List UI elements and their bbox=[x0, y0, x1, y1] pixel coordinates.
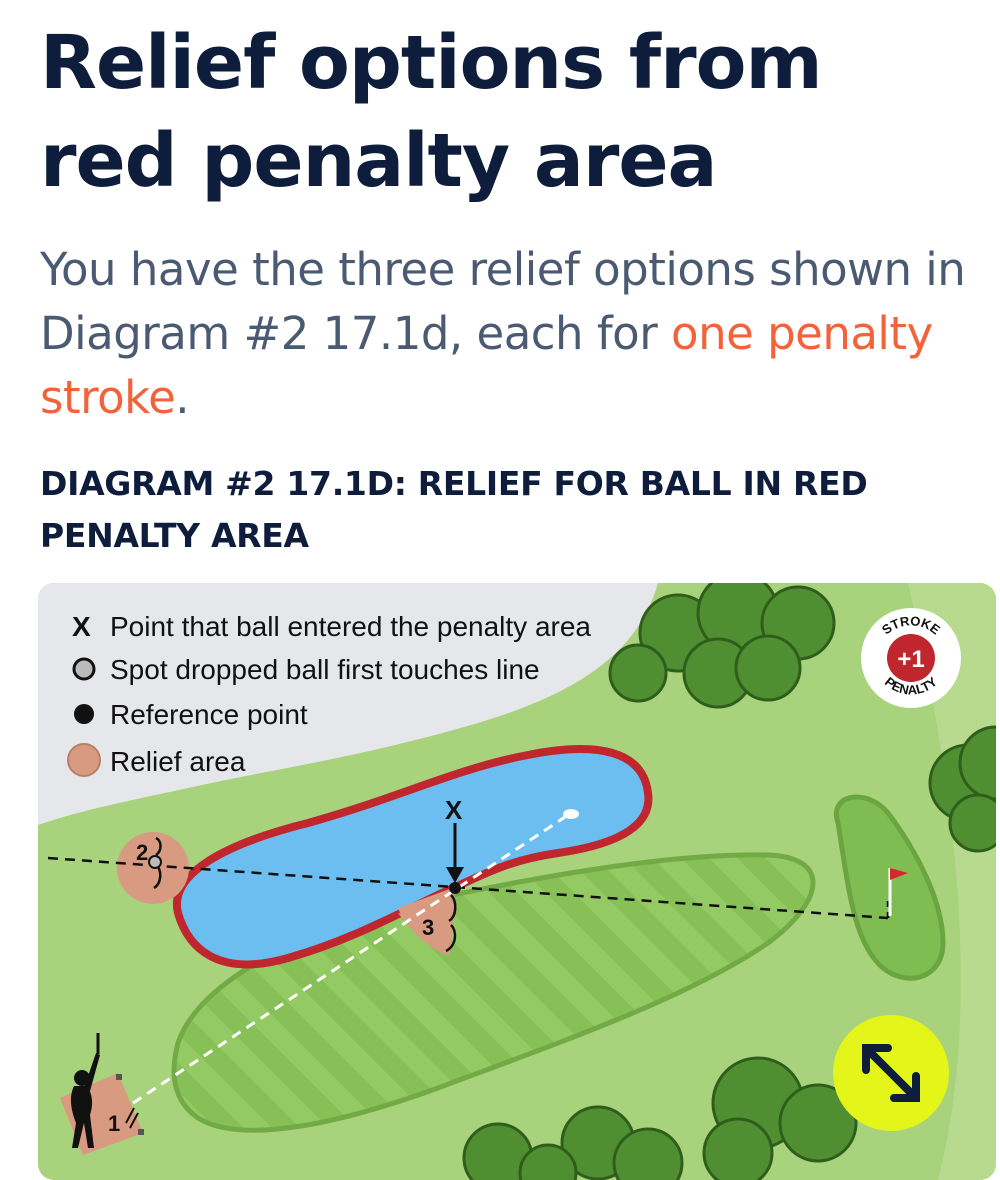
legend-background bbox=[38, 583, 658, 825]
legend-entry-point: Point that ball entered the penalty area bbox=[110, 611, 591, 642]
golfer-icon bbox=[70, 1033, 100, 1148]
legend: X Point that ball entered the penalty ar… bbox=[67, 611, 591, 777]
option-2-label: 2 bbox=[136, 840, 148, 865]
legend-reference-point: Reference point bbox=[110, 699, 308, 730]
tee-marker bbox=[138, 1129, 144, 1135]
expand-icon bbox=[862, 1044, 920, 1102]
tree-icon bbox=[608, 583, 836, 709]
page-title: Relief options from red penalty area bbox=[40, 20, 823, 204]
tree-icon bbox=[462, 1056, 858, 1180]
relief-area-3 bbox=[398, 887, 455, 955]
legend-drop-spot: Spot dropped ball first touches line bbox=[110, 654, 540, 685]
svg-text:PENALTY: PENALTY bbox=[882, 674, 940, 698]
club-length-bracket bbox=[125, 1107, 139, 1129]
diagram-heading: DIAGRAM #2 17.1D: RELIEF FOR BALL IN RED… bbox=[40, 464, 868, 555]
reference-line bbox=[47, 856, 889, 920]
entry-arrow bbox=[446, 867, 464, 883]
penalty-highlight: one penalty stroke bbox=[40, 307, 933, 424]
relief-diagram: X 2 3 1 X Point that ball entered the pe… bbox=[38, 583, 996, 1180]
expand-button[interactable] bbox=[833, 1015, 949, 1131]
flag-icon bbox=[890, 868, 908, 880]
water-hazard bbox=[172, 745, 653, 969]
intro-text-body: You have the three relief options shown … bbox=[40, 243, 966, 360]
intro-text-end: . bbox=[175, 371, 190, 424]
club-length-bracket bbox=[445, 894, 457, 953]
tee-marker bbox=[116, 1074, 122, 1080]
badge-bottom-text: PENALTY bbox=[882, 674, 940, 698]
drop-spot-2 bbox=[148, 855, 162, 869]
option-1-label: 1 bbox=[108, 1111, 120, 1136]
intro-text: You have the three relief options shown … bbox=[40, 238, 990, 430]
ball-flight-line bbox=[132, 813, 569, 1105]
x-marker-label: X bbox=[445, 795, 463, 825]
ball-in-water bbox=[563, 809, 579, 819]
relief-diagram-svg: X 2 3 1 X Point that ball entered the pe… bbox=[38, 583, 996, 1180]
stroke-penalty-badge: STROKE PENALTY +1 bbox=[861, 608, 961, 708]
legend-relief-area: Relief area bbox=[110, 746, 246, 777]
option-3-label: 3 bbox=[422, 915, 434, 940]
legend-relief-icon bbox=[67, 743, 101, 777]
tree-icon bbox=[928, 725, 996, 853]
badge-center-text: +1 bbox=[897, 646, 924, 673]
reference-point-dot bbox=[449, 882, 461, 894]
rough-edge bbox=[908, 583, 996, 1180]
legend-reference-icon bbox=[74, 704, 94, 724]
legend-drop-spot-icon bbox=[72, 657, 96, 681]
legend-x-symbol: X bbox=[72, 611, 91, 642]
